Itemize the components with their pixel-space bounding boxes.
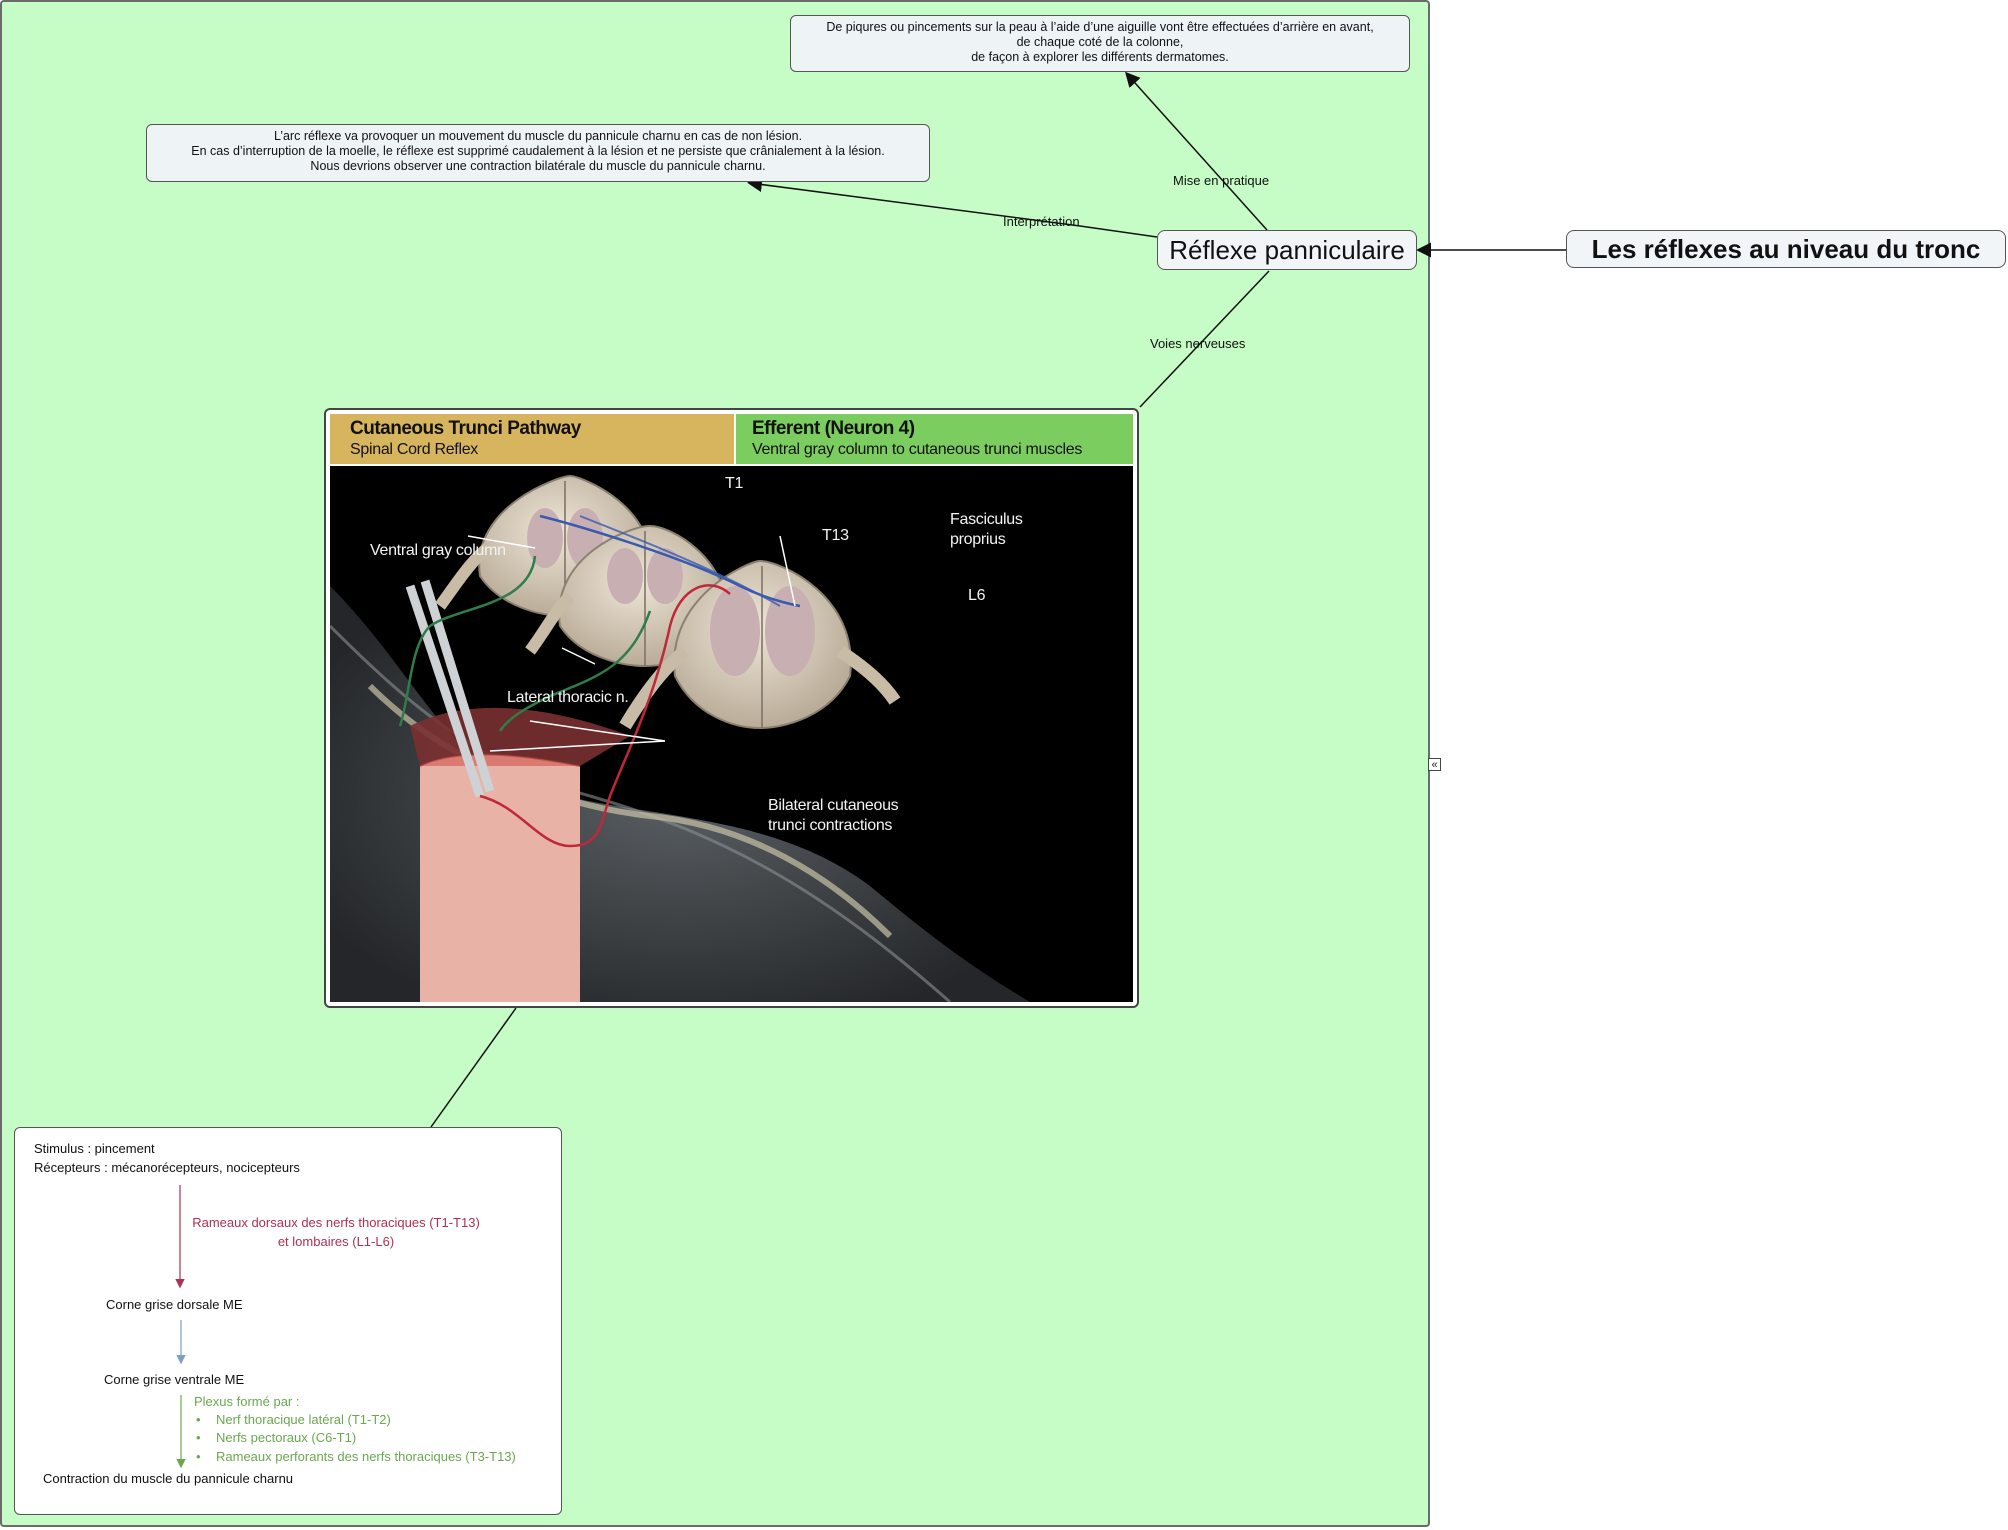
label-fasciculus-line: Fasciculus bbox=[950, 510, 1023, 530]
figure-illustration: T1 T13 L6 Ventral gray column Fasciculus… bbox=[330, 466, 1133, 1002]
edge-central-to-practice bbox=[1127, 74, 1267, 230]
label-fasciculus: Fasciculus proprius bbox=[950, 510, 1023, 550]
dorsal-horn-text: Corne grise dorsale ME bbox=[106, 1296, 243, 1313]
central-topic[interactable]: Réflexe panniculaire bbox=[1157, 230, 1417, 270]
pathway-summary-box[interactable]: Stimulus : pincement Récepteurs : mécano… bbox=[14, 1127, 562, 1515]
figure-header-right: Efferent (Neuron 4) Ventral gray column … bbox=[736, 414, 1133, 464]
plexus-intro-text: Plexus formé par : bbox=[194, 1393, 300, 1410]
label-bilateral-line: Bilateral cutaneous bbox=[768, 796, 898, 816]
receptors-text: Récepteurs : mécanorécepteurs, nocicepte… bbox=[34, 1159, 300, 1176]
interpretation-note-line: En cas d’interruption de la moelle, le r… bbox=[153, 144, 923, 159]
edge-label-pathways: Voies nerveuses bbox=[1150, 336, 1245, 351]
edge-central-to-interpretation bbox=[750, 183, 1157, 237]
label-lateral-thoracic: Lateral thoracic n. bbox=[507, 688, 628, 708]
interpretation-note[interactable]: L’arc réflexe va provoquer un mouvement … bbox=[146, 124, 930, 182]
afferent-line: Rameaux dorsaux des nerfs thoraciques (T… bbox=[191, 1214, 481, 1231]
afferent-text: Rameaux dorsaux des nerfs thoraciques (T… bbox=[191, 1214, 481, 1250]
root-topic[interactable]: Les réflexes au niveau du tronc bbox=[1566, 230, 2006, 268]
interpretation-note-line: Nous devrions observer une contraction b… bbox=[153, 159, 923, 174]
plexus-item: Nerf thoracique latéral (T1-T2) bbox=[216, 1411, 391, 1428]
practice-note[interactable]: De piqures ou pincements sur la peau à l… bbox=[790, 15, 1410, 72]
label-bilateral: Bilateral cutaneous trunci contractions bbox=[768, 796, 898, 836]
interpretation-note-line: L’arc réflexe va provoquer un mouvement … bbox=[153, 129, 923, 144]
ventral-horn-text: Corne grise ventrale ME bbox=[104, 1371, 244, 1388]
plexus-item: Rameaux perforants des nerfs thoraciques… bbox=[216, 1448, 516, 1465]
practice-note-line: De piqures ou pincements sur la peau à l… bbox=[797, 20, 1403, 35]
label-l6: L6 bbox=[968, 586, 985, 606]
figure-right-subtitle: Ventral gray column to cutaneous trunci … bbox=[752, 440, 1117, 460]
label-ventral-gray-column: Ventral gray column bbox=[370, 541, 506, 561]
pathway-figure[interactable]: Cutaneous Trunci Pathway Spinal Cord Ref… bbox=[324, 408, 1139, 1008]
skin-section bbox=[420, 766, 580, 1002]
edge-figure-to-pathway bbox=[431, 1008, 516, 1127]
label-t1: T1 bbox=[725, 474, 743, 494]
edge-label-interpretation: Interprétation bbox=[1003, 214, 1080, 229]
label-bilateral-line: trunci contractions bbox=[768, 816, 898, 836]
figure-right-title: Efferent (Neuron 4) bbox=[752, 418, 1117, 440]
edge-label-practice: Mise en pratique bbox=[1173, 173, 1269, 188]
practice-note-line: de façon à explorer les différents derma… bbox=[797, 50, 1403, 65]
afferent-line: et lombaires (L1-L6) bbox=[191, 1233, 481, 1250]
label-t13: T13 bbox=[822, 526, 849, 546]
label-fasciculus-line: proprius bbox=[950, 530, 1023, 550]
figure-header-left: Cutaneous Trunci Pathway Spinal Cord Ref… bbox=[330, 414, 734, 464]
figure-left-title: Cutaneous Trunci Pathway bbox=[350, 418, 714, 440]
result-text: Contraction du muscle du pannicule charn… bbox=[43, 1470, 293, 1487]
plexus-item: Nerfs pectoraux (C6-T1) bbox=[216, 1429, 356, 1446]
figure-left-subtitle: Spinal Cord Reflex bbox=[350, 440, 714, 460]
stimulus-text: Stimulus : pincement bbox=[34, 1140, 155, 1157]
practice-note-line: de chaque coté de la colonne, bbox=[797, 35, 1403, 50]
